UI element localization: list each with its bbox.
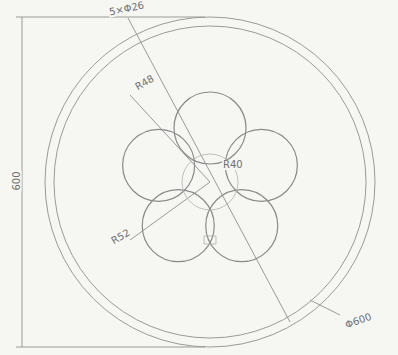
petal-circle xyxy=(123,129,195,201)
dimension-note: Φ600 xyxy=(343,311,374,330)
leader-line xyxy=(128,18,290,322)
dimension-note: R40 xyxy=(222,160,244,170)
leader-line xyxy=(310,300,340,315)
petal-circle xyxy=(174,92,246,164)
extension-line xyxy=(16,347,205,348)
dimension-label: 600 xyxy=(12,170,22,191)
dimension-note: R52 xyxy=(109,227,133,247)
notch xyxy=(204,236,216,244)
outer-circle xyxy=(45,17,375,347)
leader-line xyxy=(130,95,210,182)
inner-circle xyxy=(54,26,366,338)
dimension-line xyxy=(22,17,23,347)
dimension-note: R48 xyxy=(133,73,157,93)
petal-circle xyxy=(206,190,278,262)
dimension-note: 5×Φ26 xyxy=(107,0,146,18)
